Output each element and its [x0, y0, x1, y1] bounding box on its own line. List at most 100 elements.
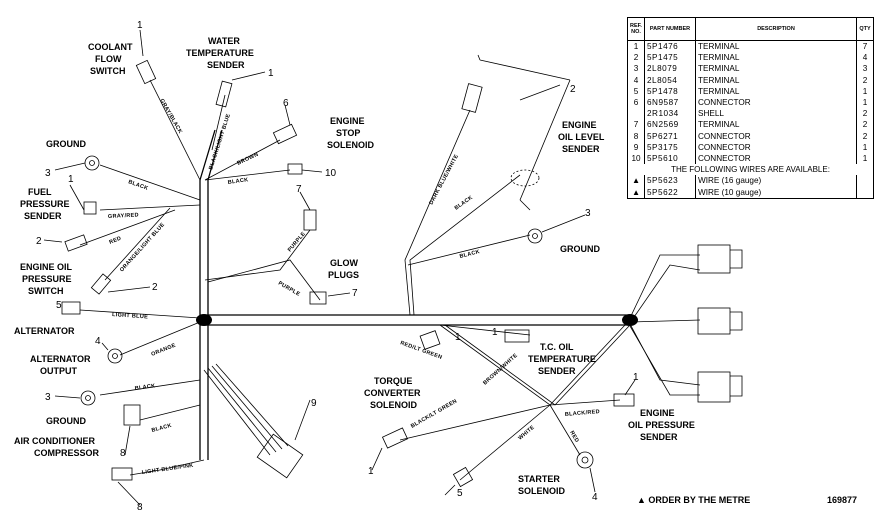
wire-part-number: 5P5622	[644, 186, 696, 199]
label-water-temp-3: SENDER	[207, 60, 245, 70]
label-ac-2: COMPRESSOR	[34, 448, 100, 458]
part-number-cell: 5P1476	[644, 40, 696, 53]
main-harness	[196, 129, 638, 460]
wire-description: WIRE (10 gauge)	[698, 187, 762, 197]
label-stop-sol-1: ENGINE	[330, 116, 365, 126]
label-oil-sw-3: SWITCH	[28, 286, 64, 296]
wire-red-lt-green: RED/LT GREEN	[399, 340, 443, 361]
ref-cell: 5	[627, 85, 645, 97]
label-alt-output-1: ALTERNATOR	[30, 354, 91, 364]
oil-pressure-switch-branch	[43, 207, 176, 295]
ref-oil-pres-sw: 2	[36, 236, 42, 247]
wire-white: WHITE	[517, 425, 536, 442]
engine-stop-branch	[204, 104, 323, 181]
label-tc-sol-2: CONVERTER	[364, 388, 421, 398]
ref-cell: 3	[627, 63, 645, 75]
label-oil-pres-sender-3: SENDER	[640, 432, 678, 442]
qty-cell: 2	[856, 130, 874, 142]
label-oil-level-1: ENGINE	[562, 120, 597, 130]
fuel-pressure-branch	[69, 184, 201, 215]
wire-black-ground-right: BLACK	[459, 249, 481, 260]
ref-connector-9: 9	[311, 398, 317, 409]
ref-water-temp: 1	[268, 68, 274, 79]
ref-starter-5: 5	[457, 488, 463, 499]
label-starter-1: STARTER	[518, 474, 560, 484]
wire-black-oil-level: BLACK	[454, 195, 474, 212]
wire-black-stop: BLACK	[227, 177, 248, 186]
part-number-cell: 6N9587	[644, 96, 696, 109]
coolant-flow-switch-branch	[135, 29, 201, 181]
description-cell: TERMINAL	[698, 42, 740, 52]
wire-red-starter: RED	[568, 430, 579, 444]
qty-cell: 2	[856, 119, 874, 131]
table-note-row: THE FOLLOWING WIRES ARE AVAILABLE:	[628, 164, 874, 175]
ground-top-branch	[54, 155, 201, 201]
description-cell: CONNECTOR	[698, 98, 751, 108]
ref-alt-output: 4	[95, 336, 101, 347]
qty-cell: 2	[856, 74, 874, 86]
part-number-cell: 2L8079	[644, 63, 696, 75]
part-number-cell: 5P1475	[644, 52, 696, 64]
alternator-output-branch	[101, 321, 201, 364]
ref-oil-level: 2	[570, 84, 576, 95]
ref-ac-2: 8	[137, 502, 143, 513]
label-starter-2: SOLENOID	[518, 486, 566, 496]
wire-black-ac: BLACK	[151, 423, 173, 434]
ref-cell: 1	[627, 40, 645, 53]
label-oil-level-2: OIL LEVEL	[558, 132, 605, 142]
label-coolant-2: FLOW	[95, 54, 122, 64]
wire-part-number: 5P5623	[644, 175, 696, 187]
label-water-temp-2: TEMPERATURE	[186, 48, 254, 58]
label-tc-temp-1: T.C. OIL	[540, 342, 574, 352]
qty-cell: 1	[856, 96, 874, 109]
wire-black-alt-ground: BLACK	[134, 383, 155, 392]
part-number-cell: 5P5610	[644, 152, 696, 165]
label-tc-sol-3: SOLENOID	[370, 400, 418, 410]
part-number-cell: 5P1478	[644, 85, 696, 97]
ref-alternator: 5	[56, 300, 62, 311]
ref-stop-sol-2: 10	[325, 168, 337, 179]
ac-compressor-branch	[111, 404, 205, 506]
qty-cell: 3	[856, 63, 874, 75]
description-cell: TERMINAL	[698, 86, 740, 96]
description-cell: TERMINAL	[698, 53, 740, 63]
part-number-cell: 2L8054	[644, 74, 696, 86]
wire-lt-blue-pink: LIGHT BLUE/PINK	[141, 463, 193, 476]
component-labels: COOLANT FLOW SWITCH WATER TEMPERATURE SE…	[14, 36, 695, 496]
ref-fuel-pres: 1	[68, 174, 74, 185]
wire-symbol: ▲	[627, 175, 645, 187]
wire-brown: BROWN	[236, 152, 259, 167]
label-alternator: ALTERNATOR	[14, 326, 75, 336]
ref-cell: 9	[627, 141, 645, 153]
header-desc: DESCRIPTION	[695, 17, 857, 41]
label-ground-top: GROUND	[46, 139, 86, 149]
ref-cell: 8	[627, 130, 645, 142]
label-water-temp-1: WATER	[208, 36, 240, 46]
part-number-cell: 6N2569	[644, 119, 696, 131]
label-coolant-3: SWITCH	[90, 66, 126, 76]
label-stop-sol-2: STOP	[336, 128, 360, 138]
label-ground-left: GROUND	[46, 416, 86, 426]
ref-cell: 6	[627, 96, 645, 109]
part-number-cell: 2R1034	[644, 108, 696, 120]
description-cell: SHELL	[698, 109, 724, 119]
connector-9-branch	[203, 363, 311, 479]
water-temp-branch	[211, 71, 266, 151]
ref-tc-temp-2: 1	[492, 327, 498, 338]
description-cell: CONNECTOR	[698, 153, 751, 163]
qty-cell: 2	[856, 108, 874, 120]
header-part: PART NUMBER	[644, 17, 696, 41]
wire-symbol: ▲	[627, 186, 645, 199]
ref-coolant: 1	[137, 20, 143, 31]
qty-cell: 7	[856, 40, 874, 53]
wire-purple-1: PURPLE	[287, 231, 307, 253]
wire-black-lt-green: BLACK/LT GREEN	[410, 398, 458, 429]
ref-glow-bot: 7	[352, 288, 358, 299]
